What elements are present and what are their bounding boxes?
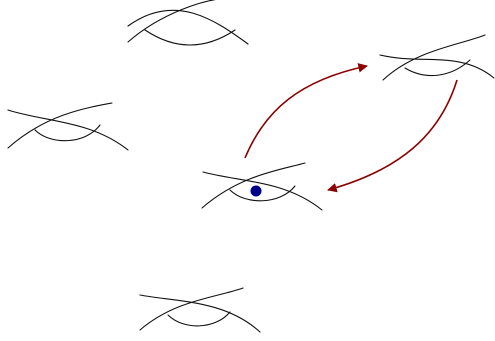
crossing-right-curve-b — [379, 54, 495, 79]
crossing-right-curve-a — [382, 34, 486, 81]
crossing-center-curve-c — [229, 185, 296, 202]
arrow-right-to-center — [327, 79, 458, 193]
crossing-center-curve-a — [201, 162, 306, 209]
crossing-bottom-curve-b — [139, 294, 261, 333]
crossing-center-curve-b — [202, 171, 323, 211]
crossing-top-upper-curve — [127, 0, 217, 43]
arrow-center-to-right — [244, 63, 368, 159]
crossing-bottom — [139, 287, 261, 333]
crossing-bottom-curve-a — [139, 287, 244, 331]
crossing-left-curve-b — [7, 109, 129, 151]
crossing-top-lower-curve — [127, 9, 249, 45]
crossing-bottom-curve-c — [167, 311, 231, 327]
crossing-right-curve-c — [404, 59, 471, 77]
marked-point — [250, 185, 262, 197]
crossing-top-arc-curve — [144, 29, 236, 46]
crossing-left-curve-c — [34, 124, 101, 142]
crossing-right — [379, 34, 495, 81]
crossing-center — [201, 162, 323, 211]
crossing-top — [127, 0, 249, 46]
crossing-left — [7, 102, 129, 151]
crossing-left-curve-a — [7, 102, 113, 149]
